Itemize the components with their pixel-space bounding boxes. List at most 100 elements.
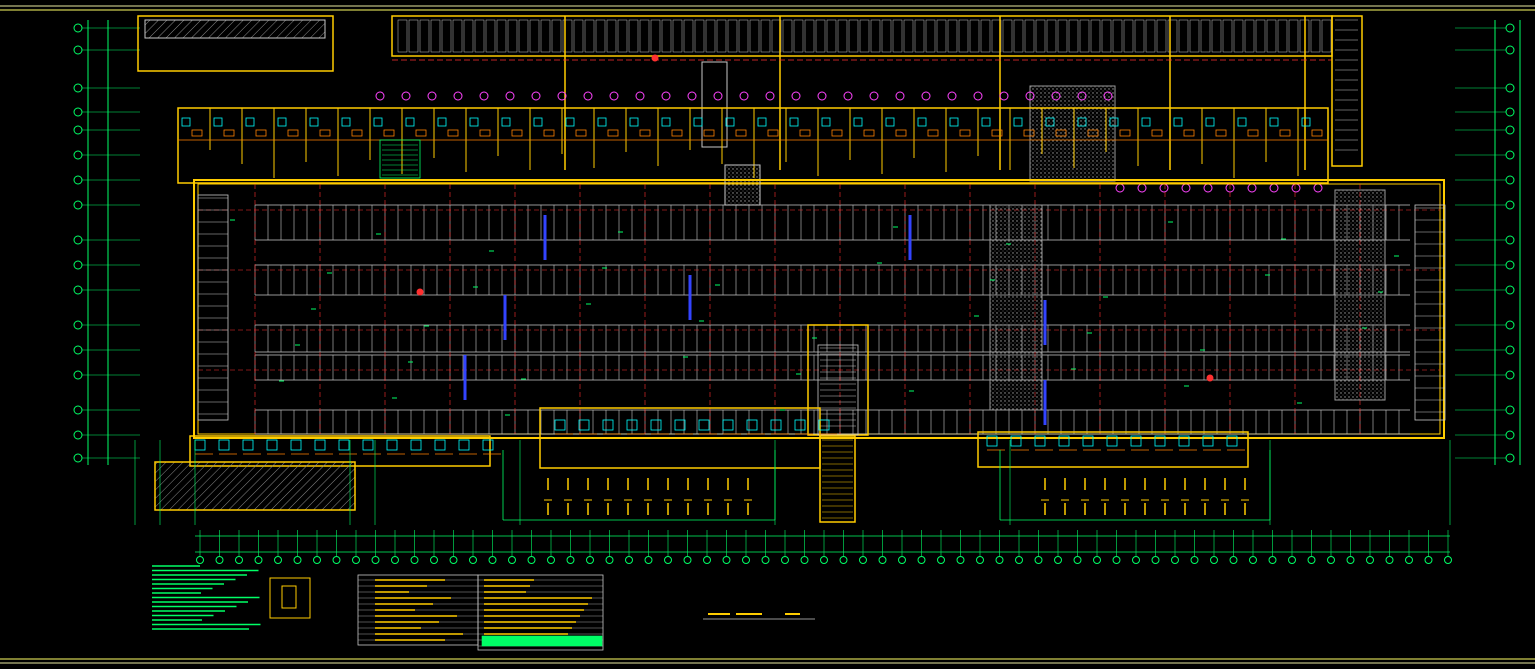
door-swing: [1087, 129, 1099, 137]
axis-bubble: [1015, 556, 1023, 564]
parking-stall: [540, 19, 551, 53]
axis-bubble: [1171, 556, 1179, 564]
parking-stall: [694, 19, 705, 53]
fixture-box: [386, 439, 398, 451]
fixture-box: [314, 439, 326, 451]
bottom-dimension-chain: [134, 440, 1452, 564]
fixture-box: [1130, 435, 1142, 447]
legend-area: [152, 565, 815, 651]
fixture-box: [725, 117, 735, 127]
sprinkler-head: [765, 91, 775, 101]
fixture-box: [1077, 117, 1087, 127]
door-swing: [351, 129, 363, 137]
parking-stall: [1079, 19, 1090, 53]
sprinkler-head: [947, 91, 957, 101]
fixture-box: [469, 117, 479, 127]
fixture-box: [565, 117, 575, 127]
door-swing: [607, 129, 619, 137]
parking-stall: [1288, 19, 1299, 53]
hall-outline: [193, 179, 1445, 439]
sprinkler-head: [635, 91, 645, 101]
fixture-box: [1205, 117, 1215, 127]
main-parking-hall: [193, 54, 1446, 439]
axis-bubble: [937, 556, 945, 564]
axis-bubble: [254, 556, 263, 564]
door-swing: [1119, 129, 1131, 137]
axis-bubble: [313, 556, 321, 564]
sprinkler-head: [479, 91, 489, 101]
fixture-box: [338, 439, 350, 451]
fixture-box: [757, 117, 767, 127]
sprinkler-head: [791, 91, 801, 101]
axis-bubble: [527, 556, 536, 564]
parking-stall: [1244, 19, 1255, 53]
parking-stall: [639, 19, 650, 53]
parking-stall: [1211, 19, 1222, 53]
parking-stall: [1200, 19, 1211, 53]
axis-bubble: [449, 556, 458, 564]
fixture-box: [373, 117, 383, 127]
parking-stall: [804, 19, 815, 53]
axis-bubble: [547, 556, 555, 564]
fixture-box: [1173, 117, 1183, 127]
sprinkler-head: [1103, 91, 1113, 101]
door-swing: [383, 129, 395, 137]
door-swing: [863, 129, 875, 137]
door-swing: [767, 129, 779, 137]
fixture-box: [277, 117, 287, 127]
fixture-box: [770, 419, 782, 431]
parking-stall: [793, 19, 804, 53]
parking-stall: [1046, 19, 1057, 53]
axis-bubble: [293, 556, 302, 564]
sprinkler-head: [1051, 91, 1061, 101]
axis-bubble: [1151, 556, 1160, 564]
parking-stall: [1321, 19, 1332, 53]
door-swing: [1215, 129, 1227, 137]
parking-stall: [870, 19, 881, 53]
fixture-box: [722, 419, 734, 431]
parking-stall: [573, 19, 584, 53]
parking-stall: [1112, 19, 1123, 53]
lower-courtyards: [502, 450, 1271, 521]
fixture-box: [1010, 435, 1022, 447]
fixture-box: [405, 117, 415, 127]
fixture-box: [1058, 435, 1070, 447]
parking-stall: [958, 19, 969, 53]
lower-service-rooms: [154, 407, 1249, 523]
parking-stall: [1090, 19, 1101, 53]
door-swing: [831, 129, 843, 137]
parking-stall: [463, 19, 474, 53]
door-swing: [575, 129, 587, 137]
parking-stall: [485, 19, 496, 53]
fixture-box: [674, 419, 686, 431]
hatched-void: [724, 164, 761, 206]
axis-bubble: [839, 556, 848, 564]
parking-stall: [1310, 19, 1321, 53]
sprinkler-head: [1025, 91, 1035, 101]
fixture-box: [981, 117, 991, 127]
axis-bubble: [1112, 556, 1121, 564]
fixture-box: [437, 117, 447, 127]
axis-bubble: [878, 556, 887, 564]
axis-bubble: [1346, 556, 1355, 564]
axis-bubble: [508, 556, 516, 564]
parking-stall: [507, 19, 518, 53]
north-west-block: [137, 15, 334, 72]
fixture-box: [1269, 117, 1279, 127]
parking-stall: [617, 19, 628, 53]
axis-bubble: [1288, 556, 1296, 564]
fixture-box: [1154, 435, 1166, 447]
axis-bubble: [1190, 556, 1199, 564]
axis-bubble: [1424, 556, 1433, 564]
parking-stall: [1222, 19, 1233, 53]
door-swing: [415, 129, 427, 137]
axis-bubble: [995, 556, 1004, 564]
fixture-box: [1013, 117, 1023, 127]
axis-bubble: [976, 556, 984, 564]
fixture-box: [218, 439, 230, 451]
door-swing: [479, 129, 491, 137]
parking-stall: [683, 19, 694, 53]
parking-stall: [914, 19, 925, 53]
axis-bubble: [1132, 556, 1140, 564]
